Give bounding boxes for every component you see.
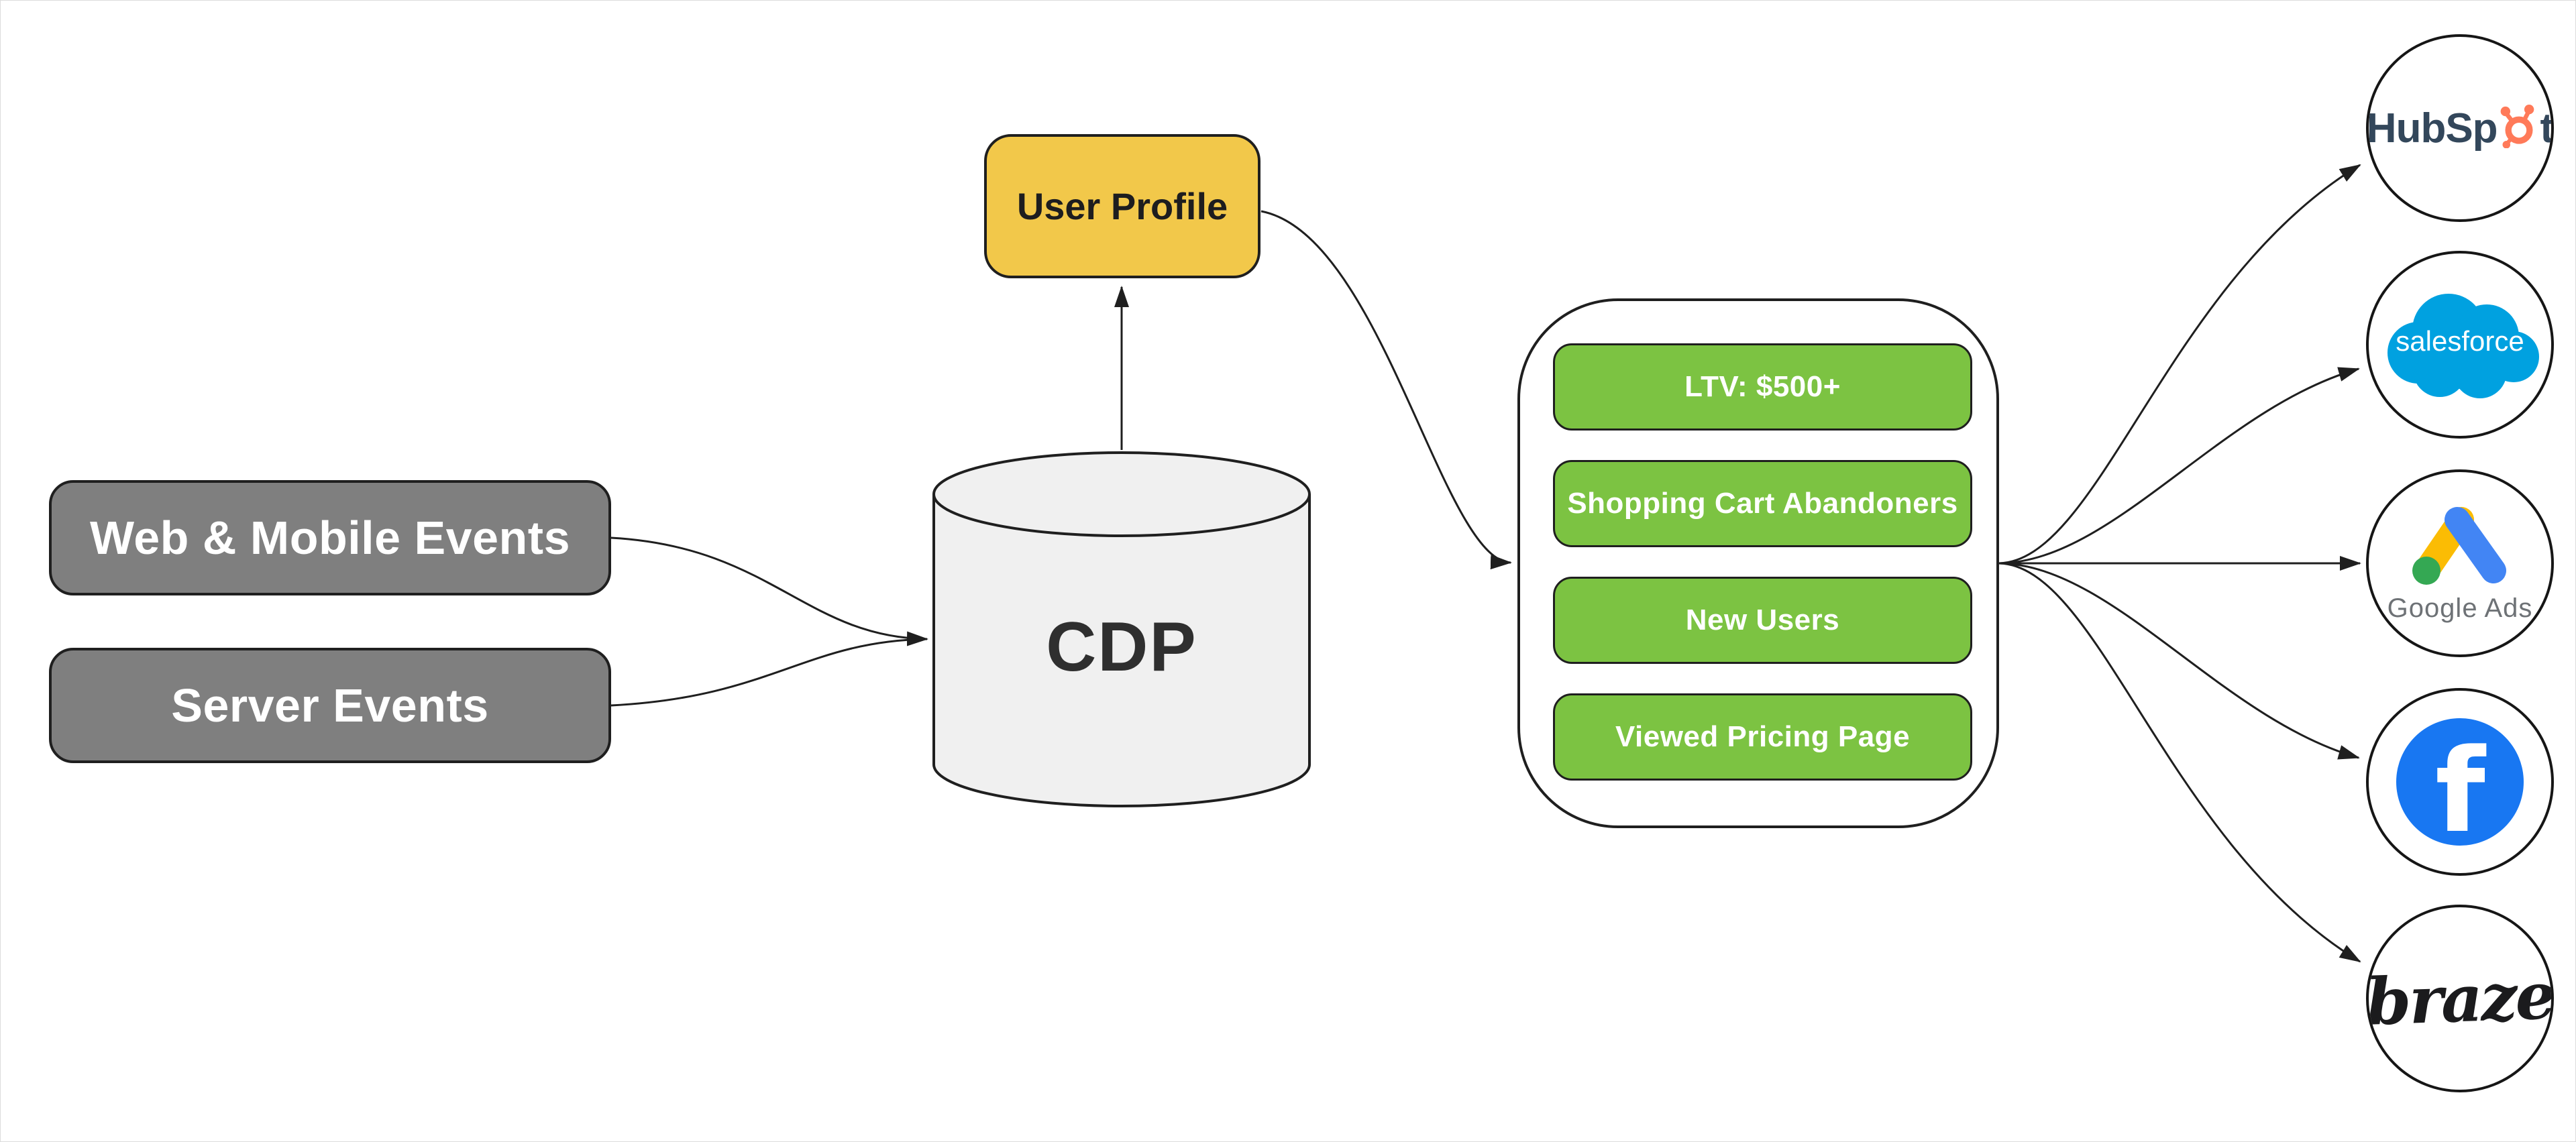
edge-segments-to-salesforce bbox=[1998, 367, 2360, 565]
google-ads-icon bbox=[2412, 506, 2506, 585]
salesforce-cloud-icon bbox=[2387, 294, 2539, 398]
node-salesforce: salesforce bbox=[2366, 251, 2554, 439]
segment-cart-abandoners-label: Shopping Cart Abandoners bbox=[1567, 487, 1958, 520]
braze-wordmark: braze bbox=[2366, 957, 2554, 1040]
edge-segments-to-braze bbox=[1998, 562, 2361, 963]
segment-ltv: LTV: $500+ bbox=[1553, 343, 1972, 431]
hubspot-wordmark: HubSp t bbox=[2366, 103, 2554, 154]
edge-segments-to-facebook bbox=[1998, 562, 2360, 760]
hubspot-sprocket-icon bbox=[2500, 105, 2534, 148]
hubspot-word-left: HubSp bbox=[2366, 105, 2498, 152]
user-profile-label: User Profile bbox=[1016, 185, 1228, 227]
node-braze: braze bbox=[2366, 905, 2554, 1092]
cdp-label: CDP bbox=[1046, 608, 1197, 686]
node-facebook: f bbox=[2366, 688, 2554, 876]
facebook-f-glyph: f bbox=[2435, 724, 2485, 846]
node-google-ads: Google Ads bbox=[2366, 469, 2554, 657]
node-segments-container: LTV: $500+ Shopping Cart Abandoners New … bbox=[1517, 298, 1999, 828]
web-mobile-events-label: Web & Mobile Events bbox=[89, 512, 571, 564]
edge-web-mobile-to-cdp bbox=[610, 536, 928, 646]
segment-ltv-label: LTV: $500+ bbox=[1684, 370, 1841, 403]
google-ads-caption: Google Ads bbox=[2387, 593, 2533, 623]
hubspot-word-right: t bbox=[2540, 105, 2554, 152]
segment-viewed-pricing: Viewed Pricing Page bbox=[1553, 693, 1972, 781]
edge-server-to-cdp bbox=[610, 638, 928, 707]
node-web-mobile-events: Web & Mobile Events bbox=[49, 480, 611, 595]
node-user-profile: User Profile bbox=[984, 134, 1260, 278]
edge-segments-to-hubspot bbox=[1998, 164, 2361, 565]
segment-new-users: New Users bbox=[1553, 577, 1972, 664]
segment-cart-abandoners: Shopping Cart Abandoners bbox=[1553, 460, 1972, 547]
salesforce-wordmark: salesforce bbox=[2396, 325, 2524, 357]
edge-user-profile-to-segments bbox=[1260, 210, 1512, 569]
segment-viewed-pricing-label: Viewed Pricing Page bbox=[1615, 720, 1911, 753]
segment-new-users-label: New Users bbox=[1685, 604, 1840, 636]
facebook-icon: f bbox=[2396, 718, 2524, 846]
node-hubspot: HubSp t bbox=[2366, 34, 2554, 222]
node-server-events: Server Events bbox=[49, 648, 611, 763]
server-events-label: Server Events bbox=[171, 679, 489, 732]
